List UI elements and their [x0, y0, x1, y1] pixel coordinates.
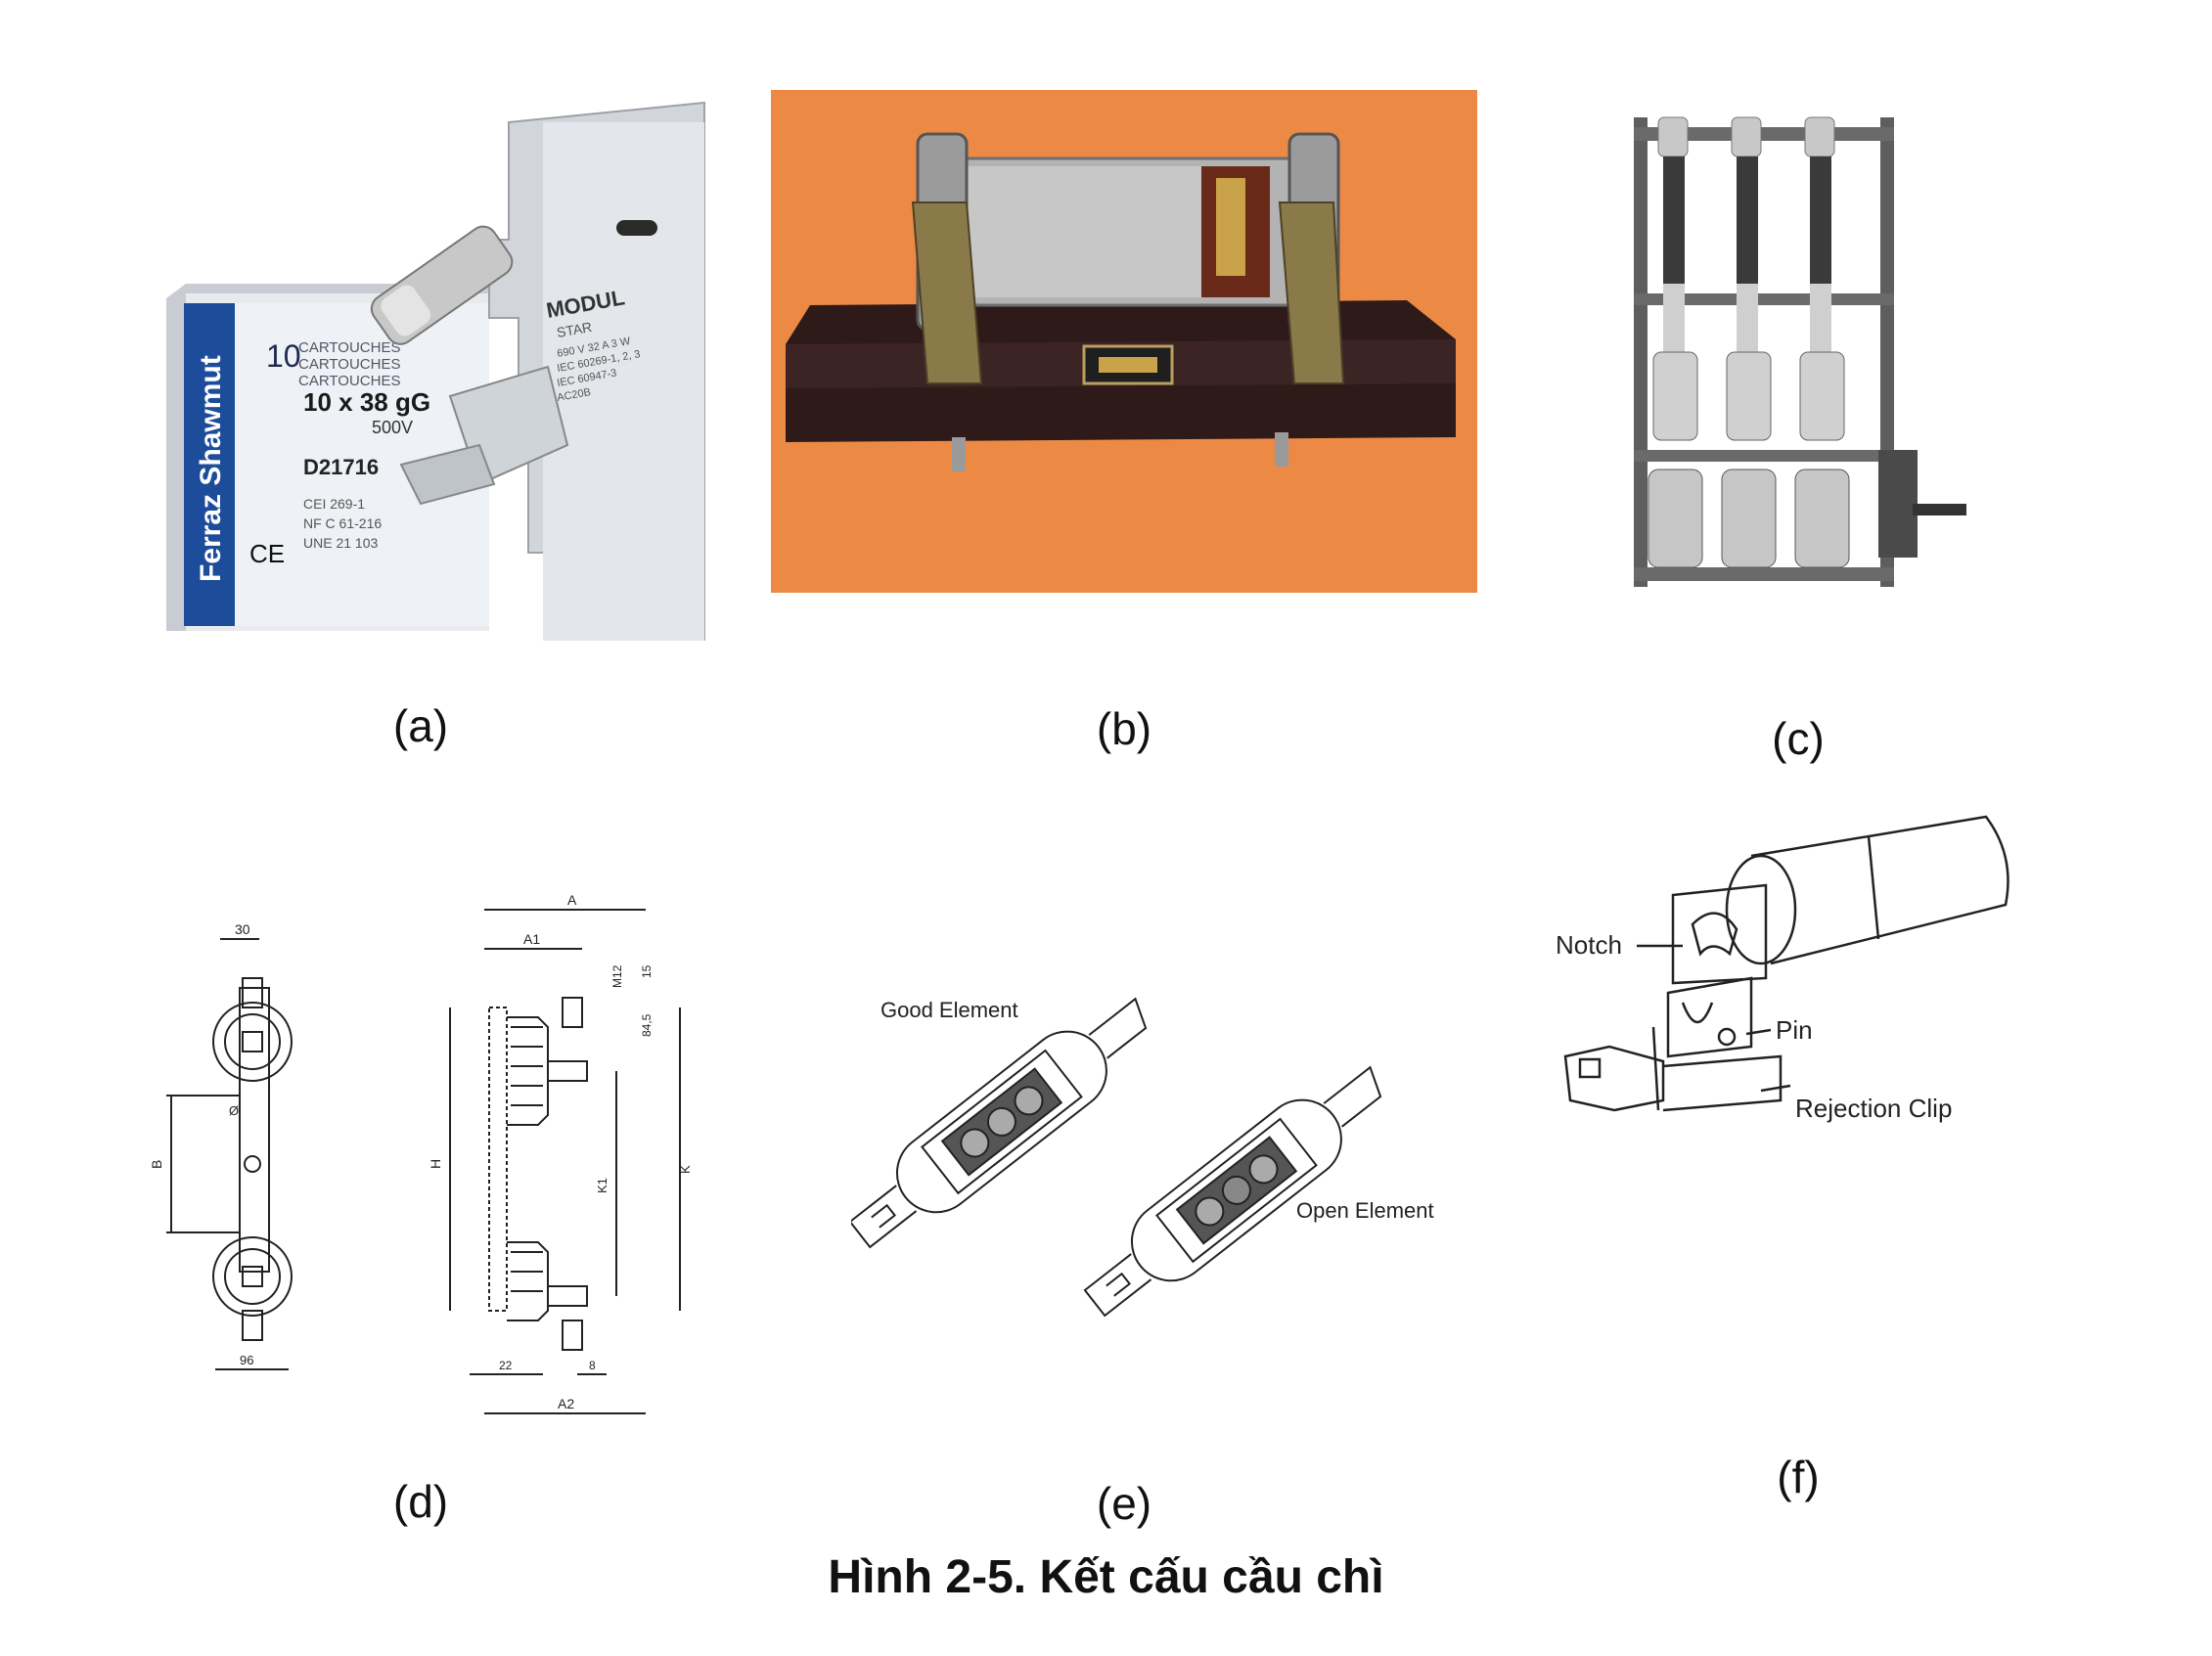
- box-brand: Ferraz Shawmut: [195, 355, 227, 582]
- dim-96: 96: [240, 1353, 253, 1367]
- dim-30: 30: [235, 921, 250, 937]
- dim-22: 22: [499, 1359, 513, 1372]
- dim-a1: A1: [523, 931, 540, 947]
- caption-d: (d): [392, 1476, 449, 1527]
- dim-84-5: 84,5: [640, 1013, 654, 1037]
- rejection-clip-drawing: Notch Pin Rejection Clip: [1556, 815, 2009, 1123]
- dim-15: 15: [640, 964, 654, 978]
- label-notch: Notch: [1556, 930, 1622, 960]
- dim-b: B: [149, 1160, 164, 1169]
- fuse-element-drawing: Good Element Open Element: [848, 997, 1434, 1318]
- box-std-2: NF C 61-216: [303, 515, 382, 531]
- label-rejection-clip: Rejection Clip: [1795, 1094, 1952, 1123]
- caption-b: (b): [1096, 703, 1152, 754]
- dim-diameter: Ø: [229, 1103, 239, 1118]
- box-size: 10 x 38 gG: [303, 387, 430, 417]
- label-open-element: Open Element: [1296, 1198, 1434, 1223]
- box-std-3: UNE 21 103: [303, 535, 378, 551]
- holder-line-4: AC20B: [556, 386, 591, 404]
- cylinder-fuse-photo: [771, 90, 1477, 593]
- box-count: 10: [266, 338, 301, 374]
- panel-e: Good Element Open Element: [848, 900, 1458, 1369]
- caption-c: (c): [1772, 713, 1825, 764]
- caption-f: (f): [1777, 1452, 1820, 1502]
- panel-f: Notch Pin Rejection Clip: [1556, 807, 2045, 1198]
- dim-k1: K1: [595, 1178, 609, 1193]
- label-pin: Pin: [1776, 1015, 1813, 1045]
- three-pole-fuse-photo: [1634, 116, 1966, 587]
- panel-d: 30 B Ø 96 A A1 M12 15 84,5 H K1: [147, 880, 714, 1428]
- dim-8: 8: [589, 1359, 596, 1372]
- label-good-element: Good Element: [880, 998, 1018, 1022]
- box-std-1: CEI 269-1: [303, 496, 365, 512]
- panel-a: Ferraz Shawmut 10 CARTOUCHES CARTOUCHES …: [157, 93, 714, 642]
- caption-e: (e): [1096, 1478, 1152, 1529]
- dim-a2: A2: [558, 1396, 574, 1411]
- holder-sub: STAR: [556, 319, 594, 340]
- dim-k: K: [678, 1165, 693, 1174]
- box-rating: 500V: [372, 418, 413, 437]
- fuse-holder-photo: Ferraz Shawmut 10 CARTOUCHES CARTOUCHES …: [166, 101, 705, 642]
- caption-a: (a): [392, 700, 449, 751]
- box-line-1: CARTOUCHES: [298, 339, 400, 356]
- fuse-dimension-drawing: 30 B Ø 96 A A1 M12 15 84,5 H K1: [149, 892, 693, 1414]
- figure-title: Hình 2-5. Kết cấu cầu chì: [828, 1551, 1384, 1603]
- panel-c: [1614, 98, 1986, 597]
- panel-b: [771, 90, 1477, 593]
- dim-h: H: [428, 1159, 443, 1169]
- dim-m12: M12: [610, 964, 624, 988]
- box-code: D21716: [303, 455, 379, 479]
- box-line-3: CARTOUCHES: [298, 373, 400, 389]
- ce-mark-icon: CE: [249, 539, 285, 568]
- dim-a: A: [567, 892, 577, 908]
- box-line-2: CARTOUCHES: [298, 356, 400, 373]
